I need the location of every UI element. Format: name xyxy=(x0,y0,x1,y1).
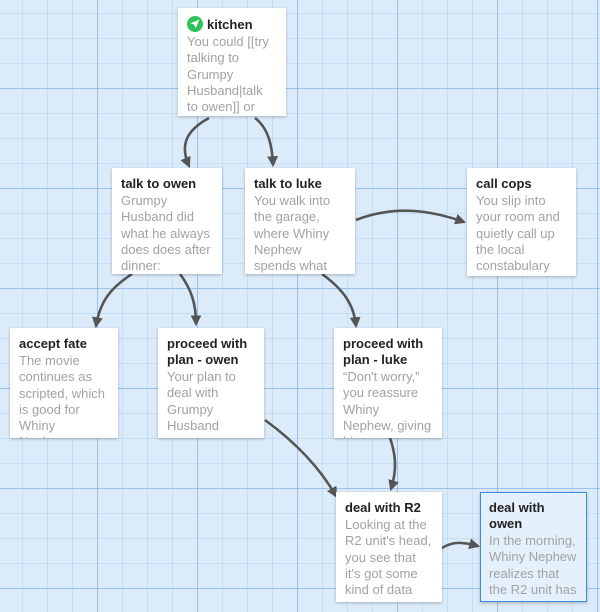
link-talk-to-owen-to-proceed-owen xyxy=(178,273,202,327)
passage-excerpt: Your plan to deal with Grumpy Husband xyxy=(167,369,236,433)
passage-excerpt: You walk into the garage, where Whiny Ne… xyxy=(254,193,331,274)
passage-title: accept fate xyxy=(19,336,87,351)
passage-title: kitchen xyxy=(207,17,253,32)
link-proceed-owen-to-deal-r2 xyxy=(264,418,338,498)
passage-title: talk to owen xyxy=(121,176,197,191)
link-kitchen-to-talk-to-luke xyxy=(254,116,279,168)
passage-title: talk to luke xyxy=(254,176,322,191)
link-deal-r2-to-deal-owen xyxy=(441,538,481,550)
link-talk-to-luke-to-call-cops xyxy=(355,209,467,225)
passage-title: call cops xyxy=(476,176,532,191)
passage-talk-to-luke[interactable]: talk to luke You walk into the garage, w… xyxy=(245,168,355,274)
link-talk-to-owen-to-accept-fate xyxy=(92,272,133,329)
passage-talk-to-owen[interactable]: talk to owen Grumpy Husband did what he … xyxy=(112,168,222,274)
passage-excerpt: “Don't worry,” you reassure Whiny Nephew… xyxy=(343,369,432,438)
passage-accept-fate[interactable]: accept fate The movie continues as scrip… xyxy=(10,328,118,438)
passage-title: deal with R2 xyxy=(345,500,421,515)
link-proceed-luke-to-deal-r2 xyxy=(388,437,399,492)
passage-excerpt: You slip into your room and quietly call… xyxy=(476,193,560,274)
passage-deal-with-r2[interactable]: deal with R2 Looking at the R2 unit's he… xyxy=(336,492,442,602)
passage-title: deal with owen xyxy=(489,500,545,531)
passage-call-cops[interactable]: call cops You slip into your room and qu… xyxy=(467,168,576,276)
passage-excerpt: Grumpy Husband did what he always does d… xyxy=(121,193,211,274)
link-talk-to-luke-to-proceed-luke xyxy=(321,272,361,329)
passage-excerpt: You could [[try talking to Grumpy Husban… xyxy=(187,34,269,115)
passage-excerpt: The movie continues as scripted, which i… xyxy=(19,353,105,438)
passage-kitchen[interactable]: kitchen You could [[try talking to Grump… xyxy=(178,8,286,116)
passage-proceed-with-plan-luke[interactable]: proceed with plan - luke “Don't worry,” … xyxy=(334,328,442,438)
passage-title: proceed with plan - owen xyxy=(167,336,248,367)
passage-excerpt: Looking at the R2 unit's head, you see t… xyxy=(345,517,432,602)
rocket-icon xyxy=(187,16,203,32)
passage-proceed-with-plan-owen[interactable]: proceed with plan - owen Your plan to de… xyxy=(158,328,264,438)
passage-title: proceed with plan - luke xyxy=(343,336,424,367)
passage-deal-with-owen[interactable]: deal with owen In the morning, Whiny Nep… xyxy=(480,492,587,602)
passage-excerpt: In the morning, Whiny Nephew realizes th… xyxy=(489,533,577,597)
link-kitchen-to-talk-to-owen xyxy=(180,116,210,168)
